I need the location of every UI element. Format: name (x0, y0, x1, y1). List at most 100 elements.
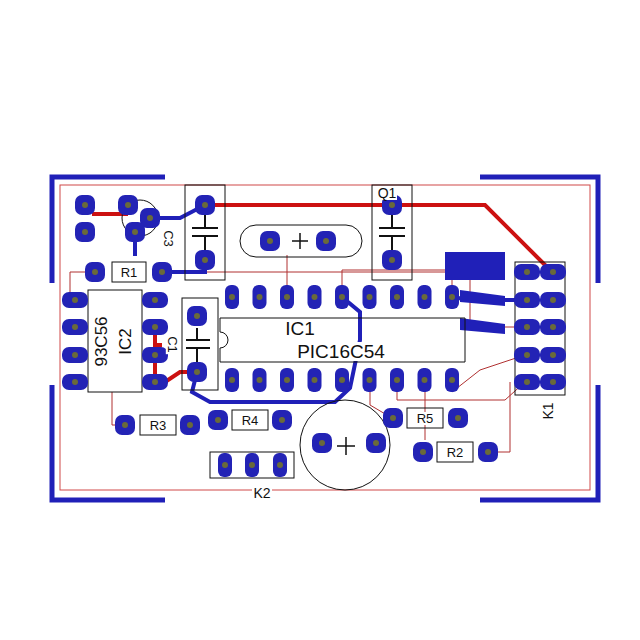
pad (62, 347, 88, 363)
corner-bracket (480, 385, 598, 500)
pad (118, 195, 138, 215)
pad (514, 264, 540, 280)
pad (335, 368, 349, 392)
part-name: Q1 (377, 186, 398, 200)
pad (514, 374, 540, 390)
part-type: 93C56 (92, 315, 109, 367)
part-name: K2 (252, 486, 271, 500)
connector-outline (210, 452, 294, 478)
pad (142, 292, 168, 308)
pad (142, 347, 168, 363)
pad (225, 285, 239, 309)
pad (312, 433, 332, 453)
capacitor-symbol (192, 215, 218, 250)
pad (363, 285, 377, 309)
resistor-symbol (437, 442, 473, 462)
thin-wire (287, 255, 288, 285)
thin-wire (452, 355, 525, 392)
pad (478, 442, 498, 462)
pad (125, 222, 145, 242)
pad (75, 195, 95, 215)
copper-area (460, 290, 505, 306)
pad (280, 285, 294, 309)
pad (540, 264, 566, 280)
resistor-symbol (232, 410, 268, 430)
pad (390, 368, 404, 392)
part-name: C3 (162, 229, 175, 248)
pad (514, 319, 540, 335)
pad (316, 231, 336, 251)
pad (62, 292, 88, 308)
pad (540, 374, 566, 390)
resistor-symbol (407, 408, 443, 428)
part-name: R1 (120, 266, 139, 279)
pad (180, 415, 200, 435)
pad (187, 306, 207, 326)
pad (418, 368, 432, 392)
pad (308, 368, 322, 392)
resistor-symbol (112, 262, 146, 282)
pad (445, 368, 459, 392)
pad (85, 262, 105, 282)
part-type: PIC16C54 (296, 342, 386, 361)
pad (62, 319, 88, 335)
pad (115, 415, 135, 435)
part-name: IC1 (284, 319, 316, 338)
pad (273, 453, 287, 477)
crystal-outline (240, 225, 362, 257)
pad (445, 285, 459, 309)
pad (245, 453, 259, 477)
connector-outline (515, 262, 565, 395)
part-name: R5 (416, 412, 435, 425)
smd-pad (445, 252, 505, 280)
pad (448, 408, 468, 428)
pad (253, 285, 267, 309)
pad (253, 368, 267, 392)
thin-wire (165, 272, 452, 285)
ic-outline (88, 290, 142, 392)
part-name: K1 (541, 401, 555, 420)
pad (62, 374, 88, 390)
corner-bracket (52, 177, 165, 283)
capacitor-symbol (379, 215, 405, 250)
pad (335, 285, 349, 309)
pad (363, 368, 377, 392)
board-outline (60, 185, 590, 490)
pad (514, 292, 540, 308)
plus-mark (337, 437, 355, 455)
pad (142, 319, 168, 335)
pad (187, 362, 207, 382)
pad (208, 410, 228, 430)
pad (540, 319, 566, 335)
capacitor-outline (372, 185, 412, 280)
part-name: C1 (166, 335, 179, 354)
red-trace (155, 343, 162, 347)
pad (514, 347, 540, 363)
thin-wire (488, 382, 510, 452)
pad (540, 292, 566, 308)
ic-outline (220, 318, 465, 362)
pad (383, 408, 403, 428)
capacitor-outline (185, 185, 225, 280)
part-name: R3 (149, 419, 168, 432)
corner-bracket (52, 385, 165, 500)
pad (366, 433, 386, 453)
part-name: R4 (241, 414, 260, 427)
pad (75, 222, 95, 242)
pad (413, 442, 433, 462)
pad (195, 195, 215, 215)
pad (540, 347, 566, 363)
pad (308, 285, 322, 309)
part-name: R2 (446, 446, 465, 459)
pad (390, 285, 404, 309)
pad (142, 374, 168, 390)
buzzer-outline (300, 400, 390, 490)
capacitor-outline (182, 298, 218, 390)
pad (152, 262, 172, 282)
pad (418, 285, 432, 309)
pad (195, 250, 215, 270)
capacitor-symbol (186, 328, 210, 362)
copper-area (460, 318, 505, 334)
part-name: IC2 (117, 327, 134, 355)
